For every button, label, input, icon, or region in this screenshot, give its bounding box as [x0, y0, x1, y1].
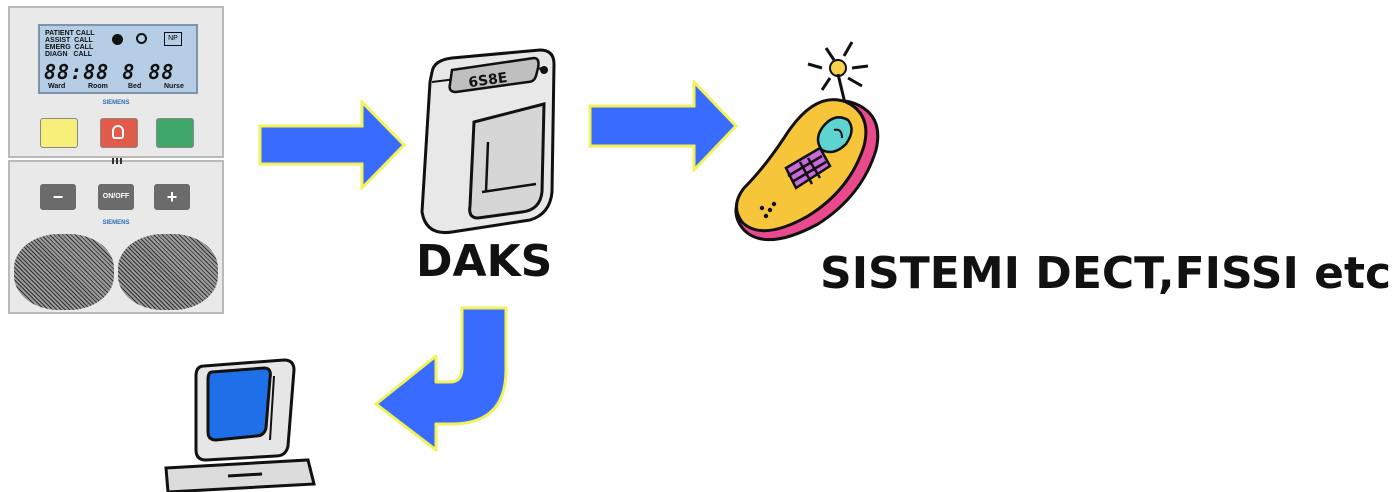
arrow-daks-to-phone [588, 80, 740, 172]
arrow-shape [260, 102, 404, 188]
lcd-moon-icon [136, 33, 147, 44]
red-emergency-button[interactable] [100, 118, 138, 148]
lcd-symbol-icon [112, 34, 123, 45]
on-off-button[interactable]: ON/OFF [98, 184, 134, 210]
bell-icon [112, 125, 124, 139]
field-bed: Bed [128, 83, 141, 90]
field-ward: Ward [48, 83, 65, 90]
brand-logo-top: SIEMENS [10, 100, 222, 106]
field-nurse: Nurse [164, 83, 184, 90]
daks-pager-device: 6S8E [412, 42, 562, 242]
dect-systems-label: SISTEMI DECT,FISSI etc [820, 248, 1391, 299]
dect-phone [722, 20, 902, 250]
volume-down-button[interactable]: − [40, 184, 76, 210]
yellow-call-button[interactable] [40, 118, 78, 148]
grip-icon [112, 158, 122, 164]
computer-terminal [158, 356, 318, 492]
arrow-terminal-to-daks [258, 100, 408, 190]
green-presence-button[interactable] [156, 118, 194, 148]
field-room: Room [88, 83, 108, 90]
drive-slot [228, 474, 262, 476]
nurse-call-terminal: PATIENT CALL ASSIST CALL EMERG CALL DIAG… [8, 6, 224, 314]
arrow-shape [376, 308, 506, 450]
pager-led-icon [540, 66, 548, 74]
arrow-daks-to-computer [370, 306, 520, 456]
volume-up-button[interactable]: + [154, 184, 190, 210]
monitor-screen [208, 368, 270, 440]
terminal-control-panel: − ON/OFF + SIEMENS [8, 160, 224, 314]
terminal-display-panel: PATIENT CALL ASSIST CALL EMERG CALL DIAG… [8, 6, 224, 158]
pager-clip [470, 104, 544, 218]
brand-logo-bottom: SIEMENS [10, 220, 222, 226]
speaker-grille-right [118, 234, 218, 310]
daks-label: DAKS [416, 236, 552, 287]
lcd-display: PATIENT CALL ASSIST CALL EMERG CALL DIAG… [38, 24, 198, 94]
lcd-call-types: PATIENT CALL ASSIST CALL EMERG CALL DIAG… [45, 30, 95, 58]
antenna-tip-icon [830, 60, 846, 76]
speaker-grille-left [14, 234, 114, 310]
arrow-shape [590, 82, 736, 170]
lcd-digits: 88:88 8 88 [44, 60, 174, 84]
np-badge: NP [164, 32, 182, 46]
